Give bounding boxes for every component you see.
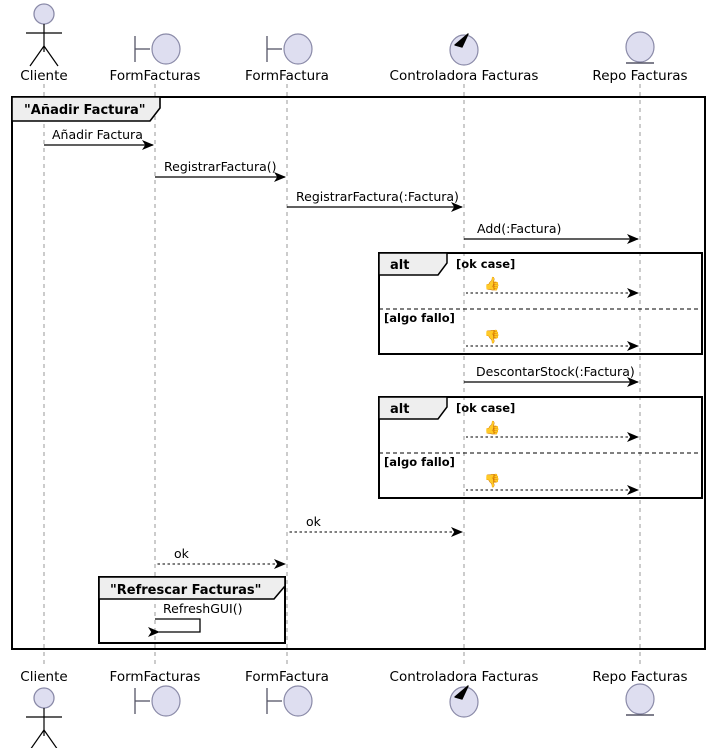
- message-ok-controladora-formfactura: ok: [289, 514, 463, 537]
- alt-fragment-add: alt [ok case] [algo fallo]: [378, 252, 703, 355]
- thumbs-down-icon-stock: 👎: [484, 473, 500, 489]
- group-frame-title-refrescar: "Refrescar Facturas": [110, 583, 261, 598]
- participant-label-repo-bottom: Repo Facturas: [592, 669, 687, 685]
- control-icon-controladora-bottom: [449, 685, 479, 718]
- participant-label-controladora-top: Controladora Facturas: [390, 68, 539, 84]
- participant-label-formfactura-bottom: FormFactura: [245, 669, 329, 685]
- participant-label-controladora-bottom: Controladora Facturas: [390, 669, 539, 685]
- thumbs-up-icon-stock: 👍: [484, 420, 500, 436]
- group-frame-anadir-factura: "Añadir Factura": [11, 96, 706, 650]
- boundary-icon-formfactura-top: [266, 33, 313, 65]
- message-label-registrarfactura: RegistrarFactura(): [164, 159, 277, 174]
- control-icon-controladora-top: [449, 33, 479, 66]
- entity-icon-repo-bottom: [625, 683, 655, 716]
- message-anadir-factura: Añadir Factura: [44, 127, 154, 150]
- alt-guard-ok-case-add: [ok case]: [456, 257, 515, 271]
- message-registrarfactura: RegistrarFactura(): [155, 159, 286, 182]
- message-label-ok-2: ok: [174, 546, 190, 561]
- alt-guard-algo-fallo-stock: [algo fallo]: [384, 455, 455, 469]
- actor-stick-figure-icon-bottom: [26, 687, 62, 748]
- message-descontar-stock: DescontarStock(:Factura): [464, 364, 639, 387]
- alt-guard-algo-fallo-add: [algo fallo]: [384, 311, 455, 325]
- alt-keyword-stock: alt: [390, 402, 409, 417]
- participant-label-cliente-top: Cliente: [20, 68, 67, 84]
- thumbs-up-icon-add: 👍: [484, 276, 500, 292]
- boundary-icon-formfactura-bottom: [266, 685, 313, 717]
- participant-label-formfacturas-bottom: FormFacturas: [110, 669, 201, 685]
- message-registrarfactura-factura: RegistrarFactura(:Factura): [287, 189, 463, 212]
- boundary-icon-formfacturas-bottom: [134, 685, 181, 717]
- participant-label-formfactura-top: FormFactura: [245, 68, 329, 84]
- participant-label-repo-top: Repo Facturas: [592, 68, 687, 84]
- message-refreshgui-self: RefreshGUI(): [148, 601, 242, 637]
- message-label-anadir-factura: Añadir Factura: [52, 127, 143, 142]
- message-return-fallo-stock: 👎: [466, 473, 639, 495]
- message-return-ok-add: 👍: [466, 276, 639, 298]
- participant-label-cliente-bottom: Cliente: [20, 669, 67, 685]
- participant-label-formfacturas-top: FormFacturas: [110, 68, 201, 84]
- message-return-fallo-add: 👎: [466, 329, 639, 351]
- thumbs-down-icon-add: 👎: [484, 329, 500, 345]
- alt-guard-ok-case-stock: [ok case]: [456, 401, 515, 415]
- alt-keyword-add: alt: [390, 258, 409, 273]
- group-frame-refrescar-facturas: "Refrescar Facturas": [98, 576, 286, 644]
- message-label-descontar-stock: DescontarStock(:Factura): [476, 364, 635, 379]
- message-label-refreshgui: RefreshGUI(): [163, 601, 242, 616]
- message-label-ok-1: ok: [306, 514, 322, 529]
- message-return-ok-stock: 👍: [466, 420, 639, 442]
- alt-fragment-stock: alt [ok case] [algo fallo]: [378, 396, 703, 499]
- boundary-icon-formfacturas-top: [134, 33, 181, 65]
- entity-icon-repo-top: [625, 31, 655, 64]
- actor-stick-figure-icon: [26, 3, 62, 67]
- message-add-factura: Add(:Factura): [464, 221, 639, 244]
- message-label-add-factura: Add(:Factura): [477, 221, 561, 236]
- group-frame-title-anadir: "Añadir Factura": [24, 103, 146, 118]
- lifelines-group: [43, 84, 641, 666]
- message-ok-formfactura-formfacturas: ok: [157, 546, 286, 569]
- message-label-registrarfactura-factura: RegistrarFactura(:Factura): [296, 189, 459, 204]
